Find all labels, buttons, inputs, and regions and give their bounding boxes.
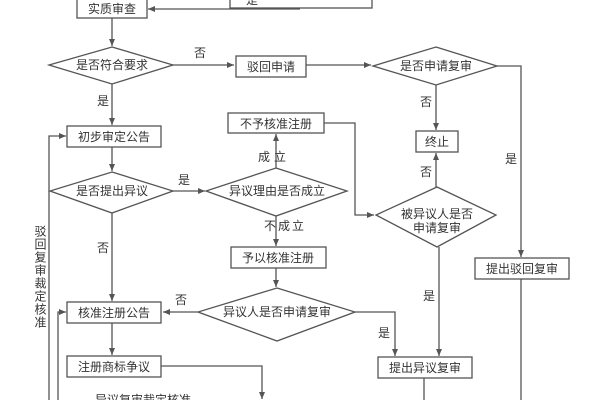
edge-dispute-right [161,365,265,399]
reject-application-box [235,55,307,78]
label-yes-top: 是 [246,0,258,7]
objector-review-label: 异议人是否申请复审 [223,304,331,319]
approve-registration-box [230,246,327,269]
objection-diamond [47,171,176,214]
objection-reason-diamond [203,167,350,217]
preliminary-notice-box [66,125,162,148]
approve-registration-label: 予以核准注册 [242,250,314,265]
apply-review-diamond [370,46,500,86]
not-approved-label: 不予核准注册 [240,116,312,131]
edge-rejection-ruling-loop [48,133,66,400]
objection-label: 是否提出异议 [76,183,148,198]
edges [48,6,524,400]
edge-objection-ruling-loop [57,309,66,400]
label-not-established: 不成立 [264,218,306,233]
objection-review-label: 提出异议复审 [389,360,461,375]
substantive-exam-label: 实质审查 [88,1,136,16]
objector-review-diamond [195,287,358,342]
trademark-dispute-box [66,355,162,378]
label-yes-meets: 是 [97,94,109,108]
opposed-review-label-1: 被异议人是否 [401,207,473,221]
label-no-meets: 否 [194,46,206,60]
rejection-ruling-label: 驳回复审裁定核准 [33,225,47,329]
apply-review-label: 是否申请复审 [400,58,472,73]
rejection-review-label: 提出驳回复审 [486,261,558,276]
label-yes-objection: 是 [178,173,190,187]
label-no-review: 否 [420,95,432,109]
rejection-review-box [474,257,570,280]
terminate-label: 终止 [425,134,449,149]
not-approved-box [227,112,325,134]
reject-application-label: 驳回申请 [247,60,295,74]
label-yes-opposed: 是 [423,289,435,303]
edge-objector-yes [355,311,398,356]
top-box [229,0,373,9]
objection-review-box [377,356,473,379]
label-yes-review: 是 [505,152,517,166]
label-no-opposed: 否 [420,165,432,179]
meets-requirements-label: 是否符合要求 [76,57,148,72]
preliminary-notice-label: 初步审定公告 [78,129,150,144]
label-no-objector: 否 [175,293,187,307]
edge-notapproved-to-opposed [324,122,374,218]
registration-notice-box [66,301,162,324]
objection-ruling-label: 异议复审裁定核准 [95,392,191,400]
objection-reason-label: 异议理由是否成立 [229,183,325,198]
terminate-box [415,130,459,153]
label-no-objection: 否 [97,241,109,255]
edge-review-yes [496,65,524,257]
opposed-review-diamond [374,186,498,248]
substantive-exam-box [76,0,148,19]
label-yes-objector: 是 [378,326,390,340]
meets-requirements-diamond [46,46,176,85]
opposed-review-label-2: 申请复审 [413,220,461,235]
trademark-dispute-label: 注册商标争议 [78,359,150,374]
registration-notice-label: 核准注册公告 [78,305,150,320]
label-established: 成立 [258,149,290,164]
